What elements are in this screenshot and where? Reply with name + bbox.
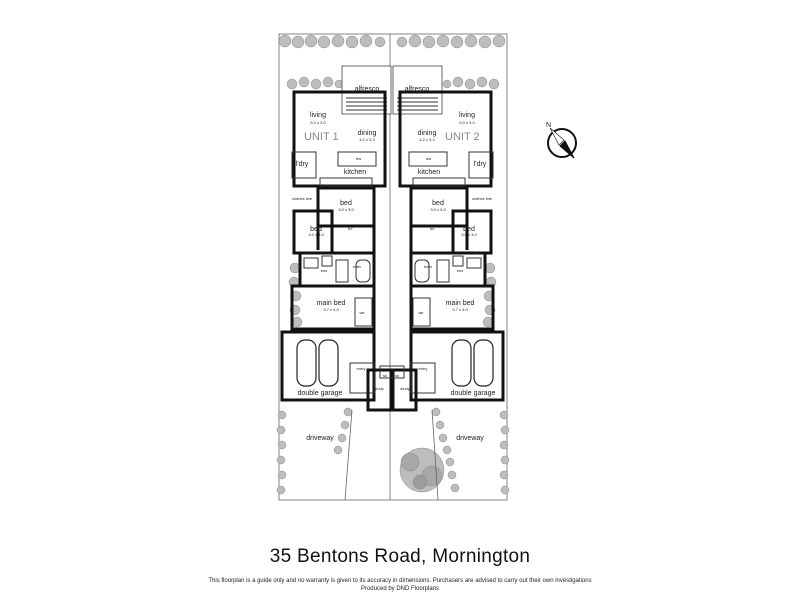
lin-label-2: lin [474,250,478,255]
clothes-line-label-1: clothes line [292,196,313,201]
north-arrow-icon: N [546,122,577,159]
alfresco-deck [341,65,443,115]
bed-3-label: bed [432,200,444,207]
double-garage-label-2: double garage [451,390,496,397]
alfresco-label-2: alfresco [405,86,430,93]
dining-dim-1: 4.2 x 3.3 [359,137,375,142]
unit-2-label: UNIT 2 [445,131,480,143]
living-dim-1: 5.0 x 3.0 [310,120,326,125]
main-bed-label-2: main bed [446,300,475,307]
bed-1-dim: 3.0 x 3.0 [338,207,354,212]
study-label-2: study [400,386,410,391]
ldry-label-2: l'dry [474,161,487,168]
entry-label-1: entry [357,366,366,371]
bed-1-label: bed [340,200,352,207]
disclaimer-text: This floorplan is a guide only and no wa… [208,578,592,584]
entry-label-2: entry [419,366,428,371]
wir-label-2: wir [418,310,424,315]
double-garage-label-1: double garage [298,390,343,397]
unit-2-walls [398,90,505,402]
kitchen-label-2: kitchen [418,169,440,176]
dining-label-1: dining [358,130,377,137]
living-dim-2: 5.0 x 3.0 [459,120,475,125]
main-bed-dim-1: 3.7 x 4.0 [323,307,339,312]
main-bed-dim-2: 3.7 x 4.0 [452,307,468,312]
bed-2-label: bed [310,226,322,233]
unit-1-walls [280,90,387,402]
living-label-1: living [310,112,326,119]
clothes-line-label-2: clothes line [472,196,493,201]
alfresco-label-1: alfresco [355,86,380,93]
br-label-1: b/r [348,226,353,231]
kitchen-label-1: kitchen [344,169,366,176]
br-label-2: b/r [430,226,435,231]
top-shrubs [278,34,506,90]
unit-1-label: UNIT 1 [304,131,339,143]
dining-dim-2: 4.2 x 3.3 [419,137,435,142]
lin-label-1: lin [304,250,308,255]
main-bed-label-1: main bed [317,300,346,307]
driveways [344,409,439,501]
sk-label-2: sk [395,373,399,378]
bath-label-1: bath [353,264,361,269]
driveway-label-1: driveway [306,435,334,442]
dw-label-2: dw [426,156,431,161]
bed-4-dim: 3.0 x 3.0 [461,232,477,237]
bath-fixtures [303,255,482,283]
bed-4-label: bed [463,226,475,233]
property-address-title: 35 Bentons Road, Mornington [269,546,531,567]
ens-label-2: ens [457,268,463,273]
producer-credit: Produced by DND Floorplans [360,586,440,592]
dining-label-2: dining [418,130,437,137]
bed-3-dim: 3.0 x 3.0 [430,207,446,212]
ldry-label-1: l'dry [296,161,309,168]
bath-label-2: bath [424,264,432,269]
unit-2-labels: alfresco living 5.0 x 3.0 UNIT 2 dining … [395,86,495,442]
sk-label-1: sk [383,373,387,378]
living-label-2: living [459,112,475,119]
dw-label-1: dw [356,156,361,161]
bed-2-dim: 3.0 x 3.0 [308,232,324,237]
north-label: N [546,122,551,129]
driveway-label-2: driveway [456,435,484,442]
ens-label-1: ens [321,268,327,273]
wir-label-1: wir [359,310,365,315]
unit-1-labels: alfresco living 5.0 x 3.0 UNIT 1 dining … [292,86,387,442]
central-studies [366,365,418,412]
garage-cars [296,339,494,387]
study-label-1: study [374,386,384,391]
